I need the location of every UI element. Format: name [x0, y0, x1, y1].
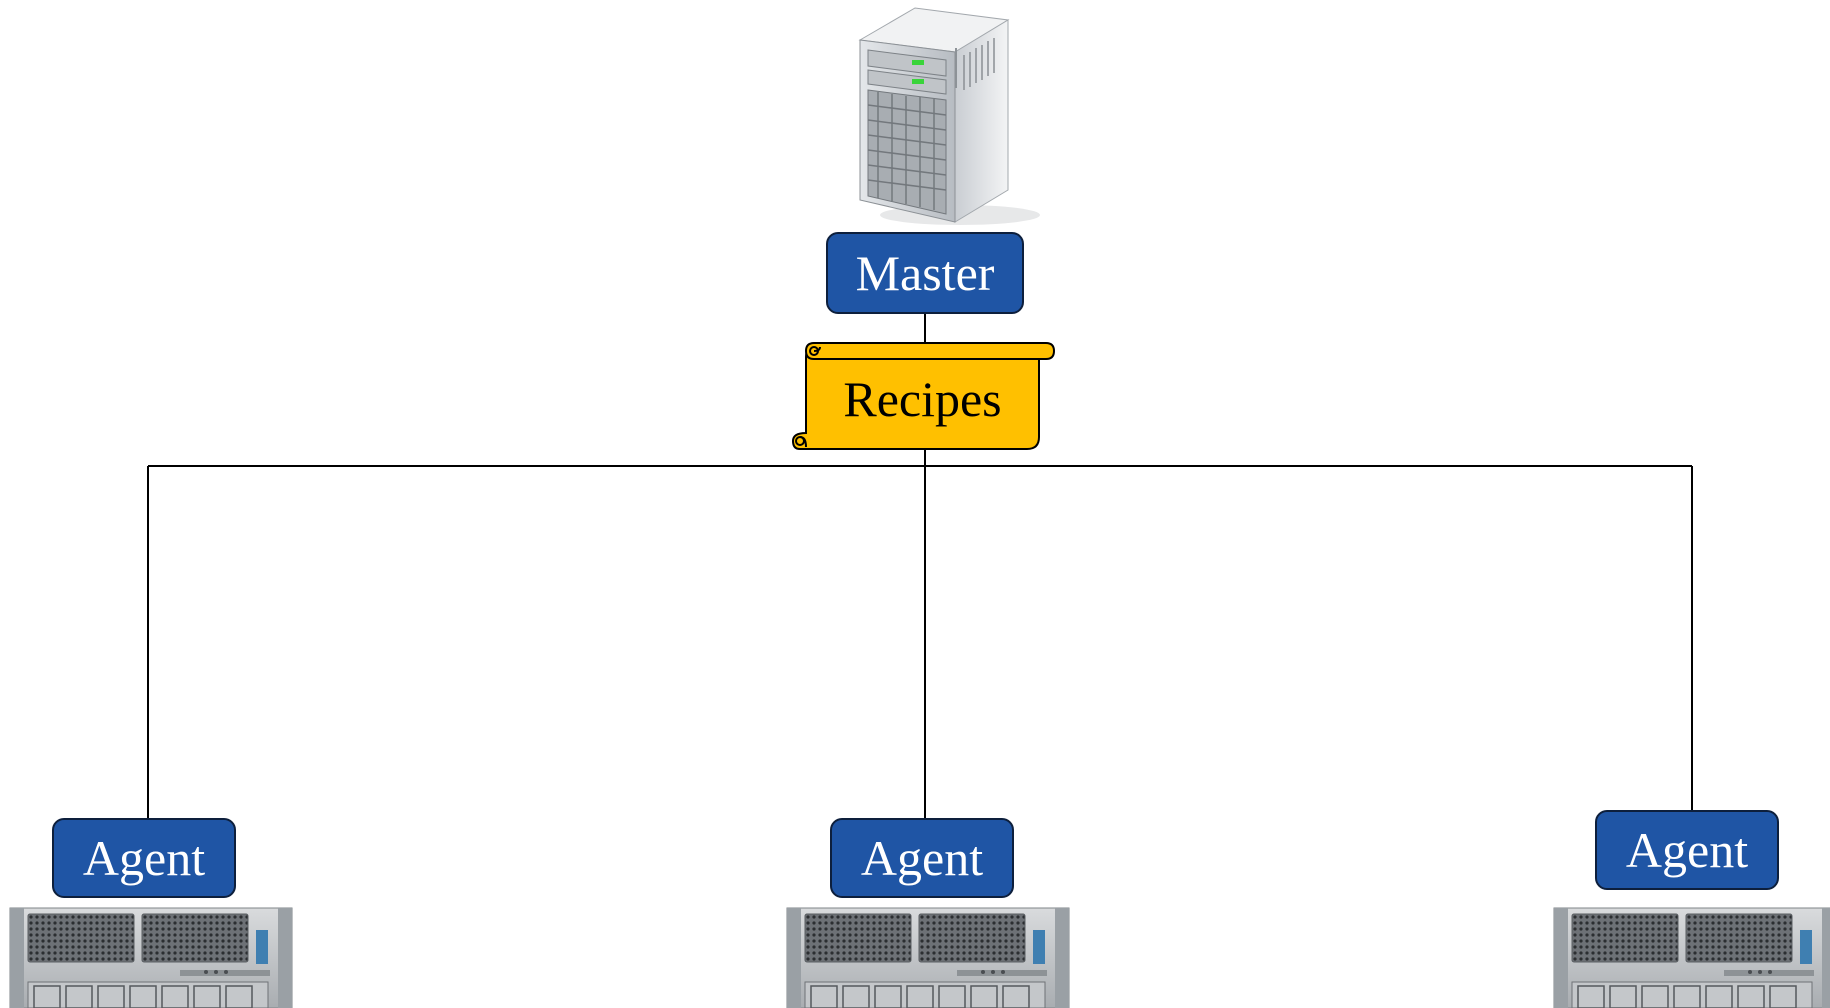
connector-lines: [147, 314, 1693, 818]
agent-node-label-left[interactable]: Agent: [52, 818, 236, 898]
rack-server-icon: [9, 907, 293, 1008]
rack-server-icon: [1553, 907, 1830, 1008]
master-node-label[interactable]: Master: [826, 232, 1024, 314]
agent-label-text: Agent: [860, 830, 984, 886]
tower-server-icon: [858, 7, 1040, 225]
agent-node-label-center[interactable]: Agent: [830, 818, 1014, 898]
rack-server-icon: [786, 907, 1070, 1008]
agent-node-label-right[interactable]: Agent: [1595, 810, 1779, 890]
scroll-icon: [791, 342, 1056, 450]
recipes-label-text: Recipes: [843, 371, 1002, 427]
recipes-node-label[interactable]: Recipes: [806, 360, 1039, 438]
agent-label-text: Agent: [1625, 822, 1749, 878]
agent-label-text: Agent: [82, 830, 206, 886]
master-label-text: Master: [855, 245, 995, 301]
